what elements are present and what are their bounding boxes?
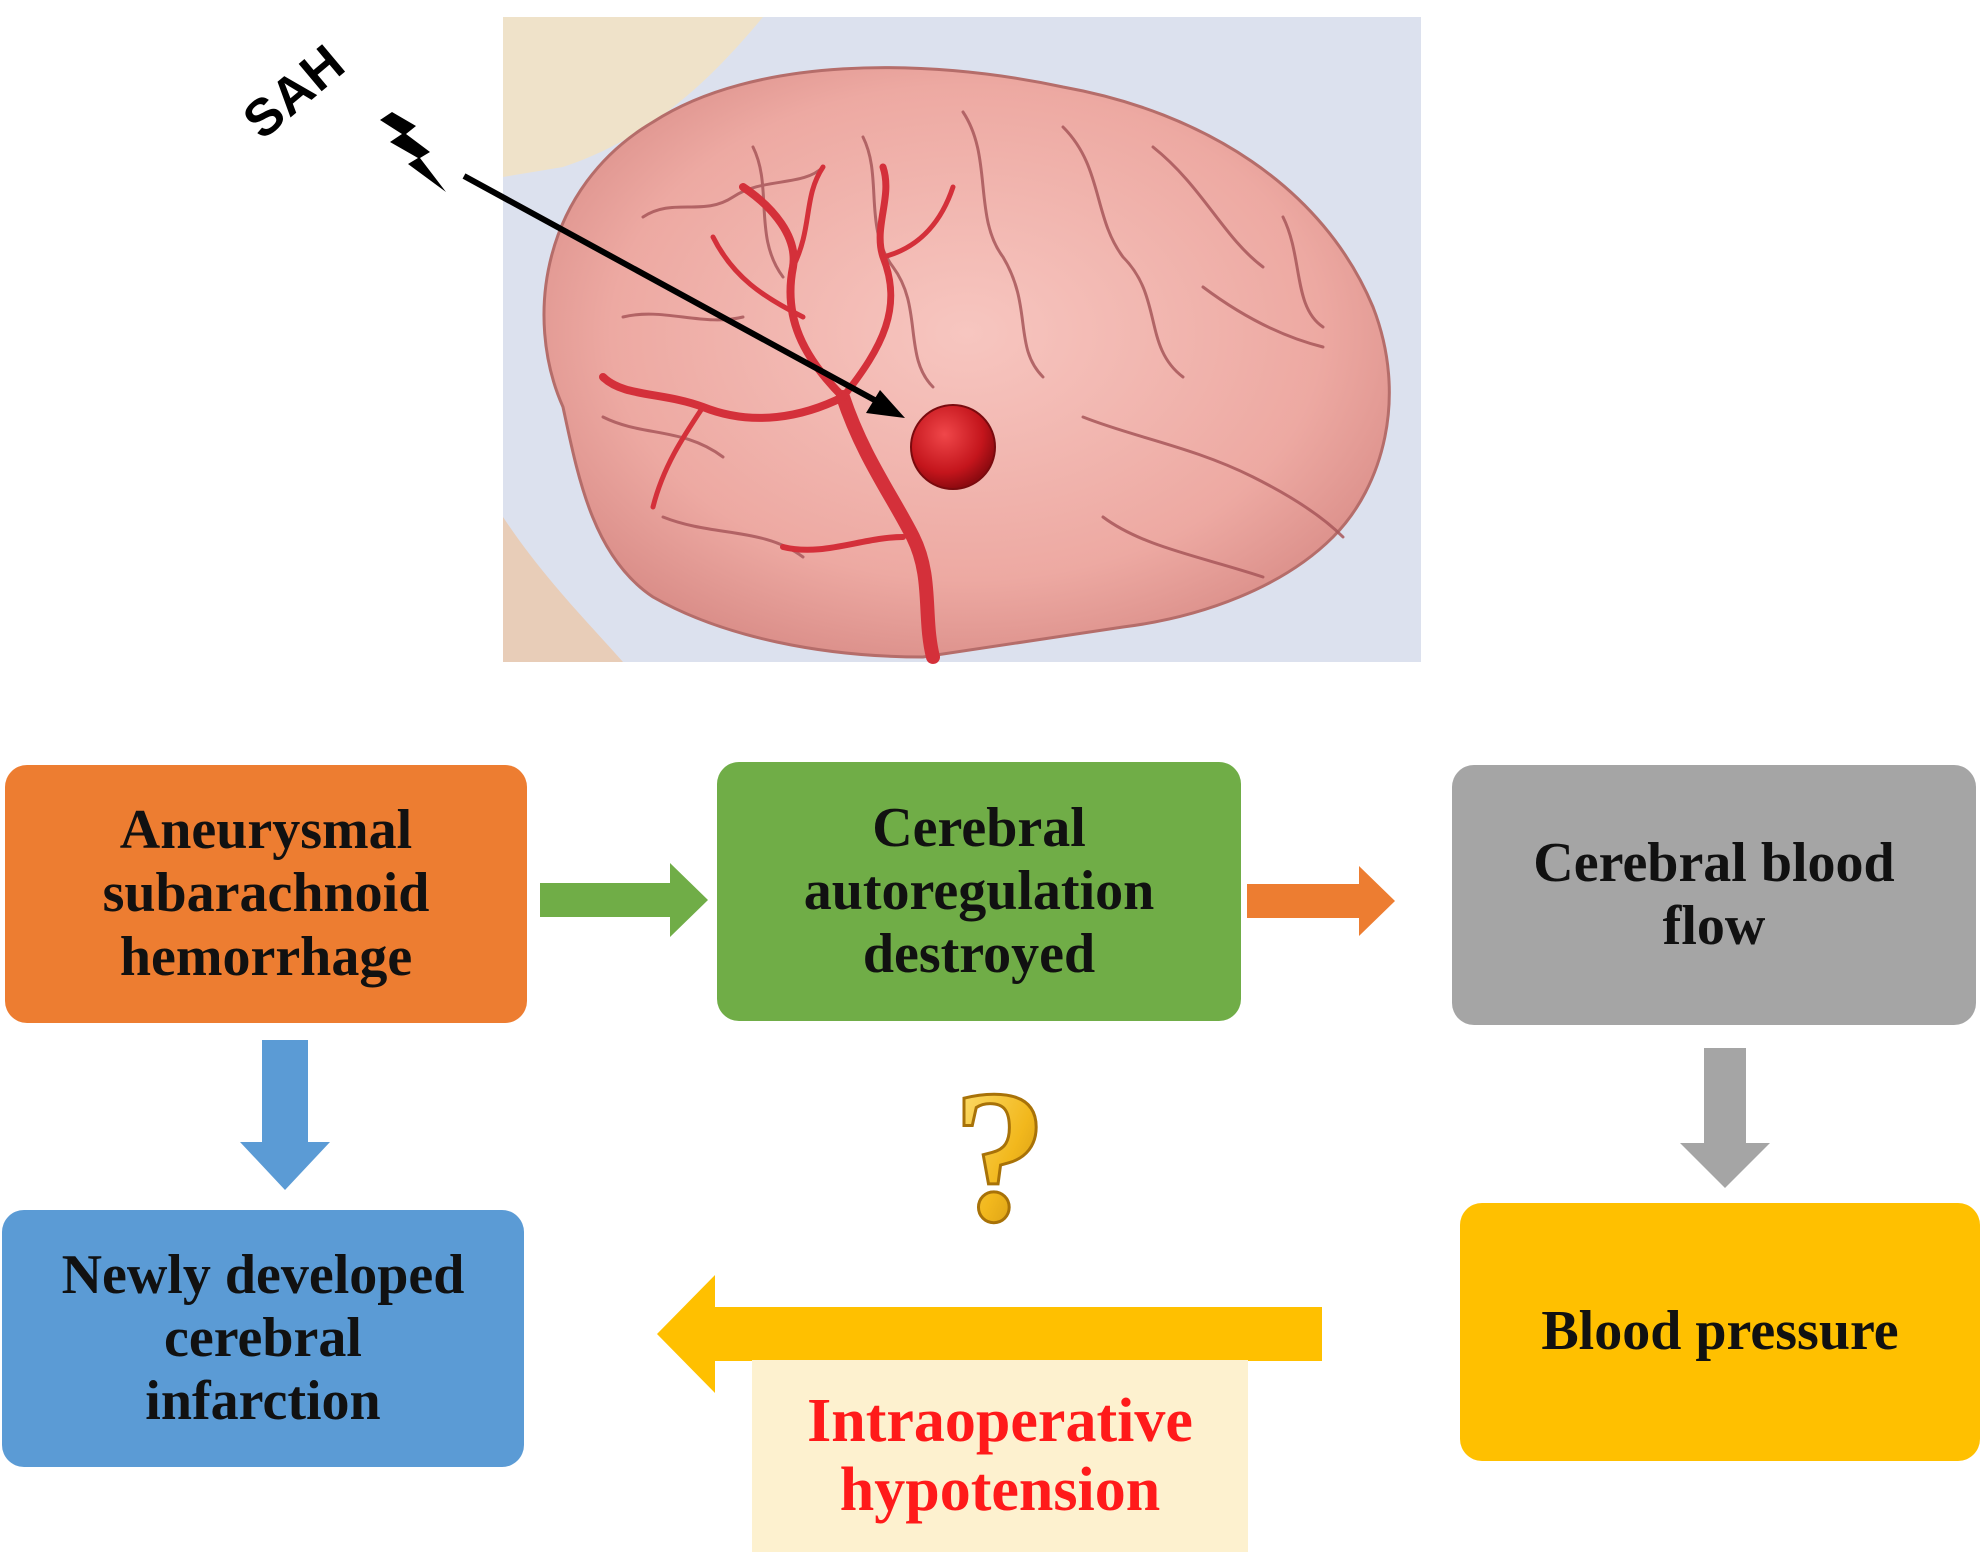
box-line: Aneurysmal [119,799,413,862]
blood-pressure-box: Blood pressure [1460,1203,1980,1461]
box-line: Cerebral [872,796,1086,859]
blue-down-arrow [240,1040,330,1190]
orange-right-arrow [1247,866,1395,936]
yellow-left-arrow [657,1275,1322,1393]
question-mark-icon: ? [951,1051,1049,1264]
lightning-icon [380,112,446,192]
brain-illustration [503,17,1421,664]
box-line: autoregulation [803,859,1155,922]
box-line: flow [1662,895,1766,957]
box-line: Newly developed [61,1243,465,1306]
autoregulation-box: Cerebral autoregulation destroyed [717,762,1241,1021]
box-line: destroyed [862,923,1096,986]
aneurysmal-sah-box: Aneurysmal subarachnoid hemorrhage [5,765,527,1023]
brain-shape [542,66,1391,659]
aneurysm [910,404,996,490]
box-line: hemorrhage [119,925,413,988]
hypotension-line: Intraoperative [807,1386,1193,1455]
green-right-arrow [540,863,708,937]
box-line: infarction [145,1370,381,1433]
box-line: Blood pressure [1541,1300,1899,1363]
question-mark: ? [953,1052,1048,1262]
cerebral-blood-flow-box: Cerebral blood flow [1452,765,1976,1025]
hypotension-box: Intraoperative hypotension [752,1360,1248,1552]
box-line: subarachnoid [102,862,430,925]
box-line: cerebral [164,1306,362,1369]
hypotension-line: hypotension [839,1456,1161,1524]
box-line: Cerebral blood [1533,831,1895,894]
infarction-box: Newly developed cerebral infarction [2,1210,524,1467]
gray-down-arrow [1680,1048,1770,1188]
